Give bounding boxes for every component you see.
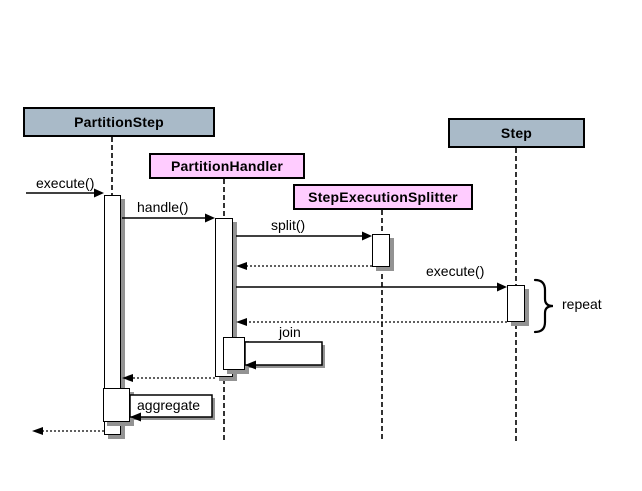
return-arrow-execute-found [32, 427, 104, 435]
actor-box-step: Step [448, 118, 585, 148]
activation-bar-join-self-call [223, 337, 245, 370]
message-label-join: join [279, 324, 301, 340]
message-arrow-execute-step [236, 282, 507, 292]
annotation-label-repeat: repeat [562, 296, 602, 312]
return-arrow-handle [122, 374, 215, 382]
message-label-split: split() [271, 217, 306, 233]
activation-bar-step [507, 285, 525, 322]
message-label-execute-step: execute() [426, 263, 485, 279]
message-label-handle: handle() [137, 199, 189, 215]
actor-box-partition-step: PartitionStep [23, 107, 215, 137]
repeat-brace [533, 278, 554, 334]
activation-bar-aggregate-self-call [103, 388, 130, 422]
actor-box-partition-handler: PartitionHandler [149, 153, 305, 179]
actor-box-step-execution-splitter: StepExecutionSplitter [293, 184, 473, 210]
self-call-loop-join [244, 341, 325, 370]
activation-bar-step-execution-splitter [372, 234, 390, 267]
message-label-aggregate: aggregate [137, 397, 201, 413]
return-arrow-execute-step [236, 318, 507, 326]
message-label-execute-found: execute() [36, 175, 95, 191]
return-arrow-split [236, 262, 372, 270]
